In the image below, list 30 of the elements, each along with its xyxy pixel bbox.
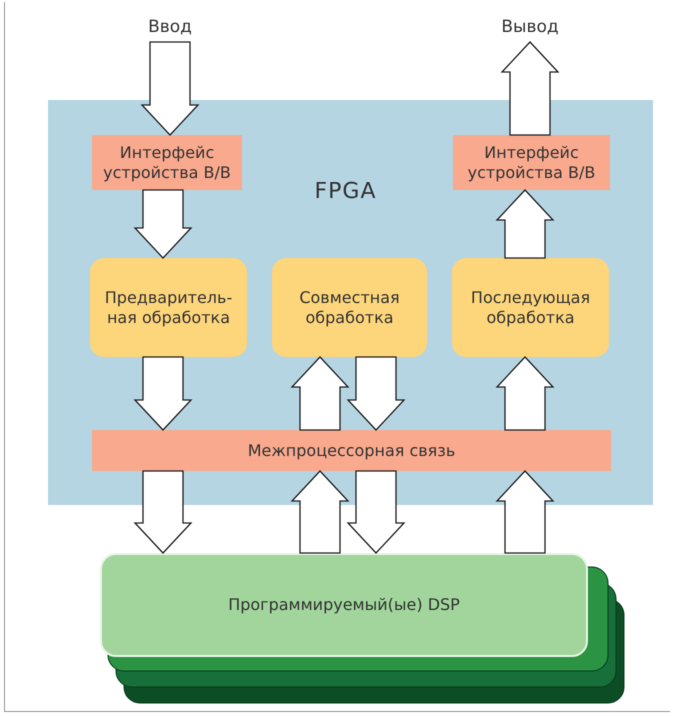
box-label: Последующая обработка [470, 288, 592, 328]
process-box [272, 258, 427, 357]
fpga-panel [48, 100, 653, 505]
process-box [90, 258, 247, 357]
box-label: Программируемый(ые) DSP [228, 595, 460, 615]
block-arrow [134, 470, 192, 554]
box-label: Интерфейс устройства В/В [102, 142, 232, 182]
dsp-box [100, 553, 588, 657]
block-arrow [290, 356, 350, 431]
block-arrow [496, 189, 554, 259]
interface-box [453, 135, 610, 190]
block-arrow [290, 470, 350, 554]
block-arrow [134, 356, 192, 431]
block-arrow [500, 41, 560, 136]
block-arrow [496, 470, 554, 554]
block-arrow [140, 41, 200, 136]
io-label: Вывод [501, 17, 559, 39]
block-arrow [346, 356, 406, 431]
bus-bar [92, 430, 611, 471]
block-arrow [346, 470, 406, 554]
box-label: Предваритель- ная обработка [104, 288, 234, 328]
io-label: Ввод [148, 17, 192, 39]
box-label: Межпроцессорная связь [248, 440, 456, 460]
block-arrow [496, 356, 554, 431]
box-label: Интерфейс устройства В/В [466, 142, 596, 182]
interface-box [92, 135, 242, 190]
process-box [452, 258, 609, 357]
block-arrow [134, 189, 192, 259]
fpga-label: FPGA [314, 178, 377, 206]
box-label: Совместная обработка [298, 288, 401, 328]
